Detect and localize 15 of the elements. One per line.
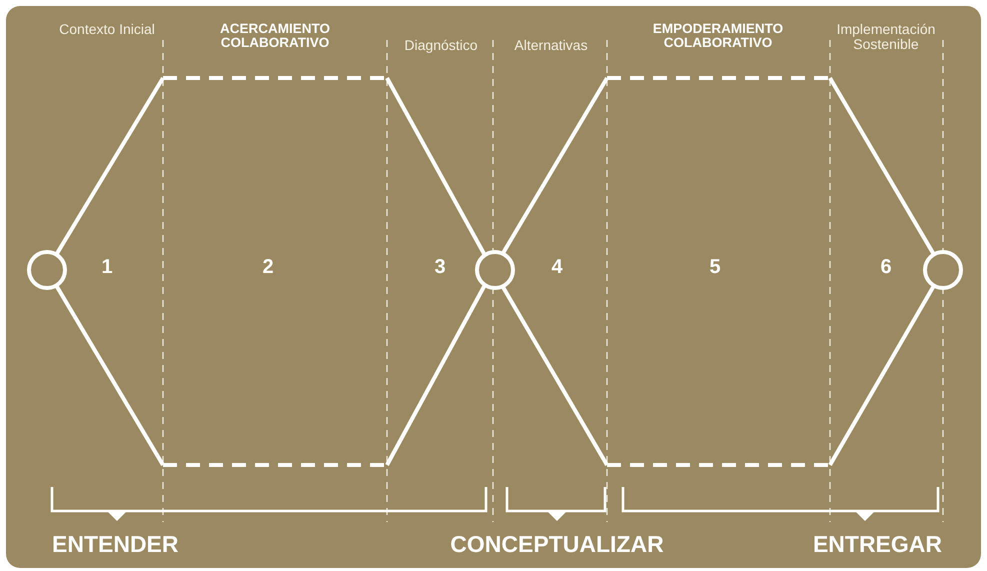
step-number: 5 (708, 257, 722, 278)
phase-group-label: ENTREGAR (812, 532, 942, 556)
step-number: 6 (879, 257, 893, 278)
phase-group-label: ENTENDER (52, 532, 180, 556)
step-number: 1 (100, 257, 114, 278)
phase-label: Contexto Inicial (58, 22, 156, 37)
phase-label: Alternativas (513, 38, 589, 53)
step-number: 3 (433, 257, 447, 278)
stage-heading: EMPODERAMIENTO COLABORATIVO (652, 22, 784, 50)
stage-heading: ACERCAMIENTO COLABORATIVO (218, 22, 331, 50)
step-number: 2 (261, 257, 275, 278)
phase-label: Implementación Sostenible (836, 22, 936, 52)
phase-label: Diagnóstico (403, 38, 479, 53)
step-number: 4 (550, 257, 564, 278)
phase-group-label: CONCEPTUALIZAR (449, 532, 665, 556)
